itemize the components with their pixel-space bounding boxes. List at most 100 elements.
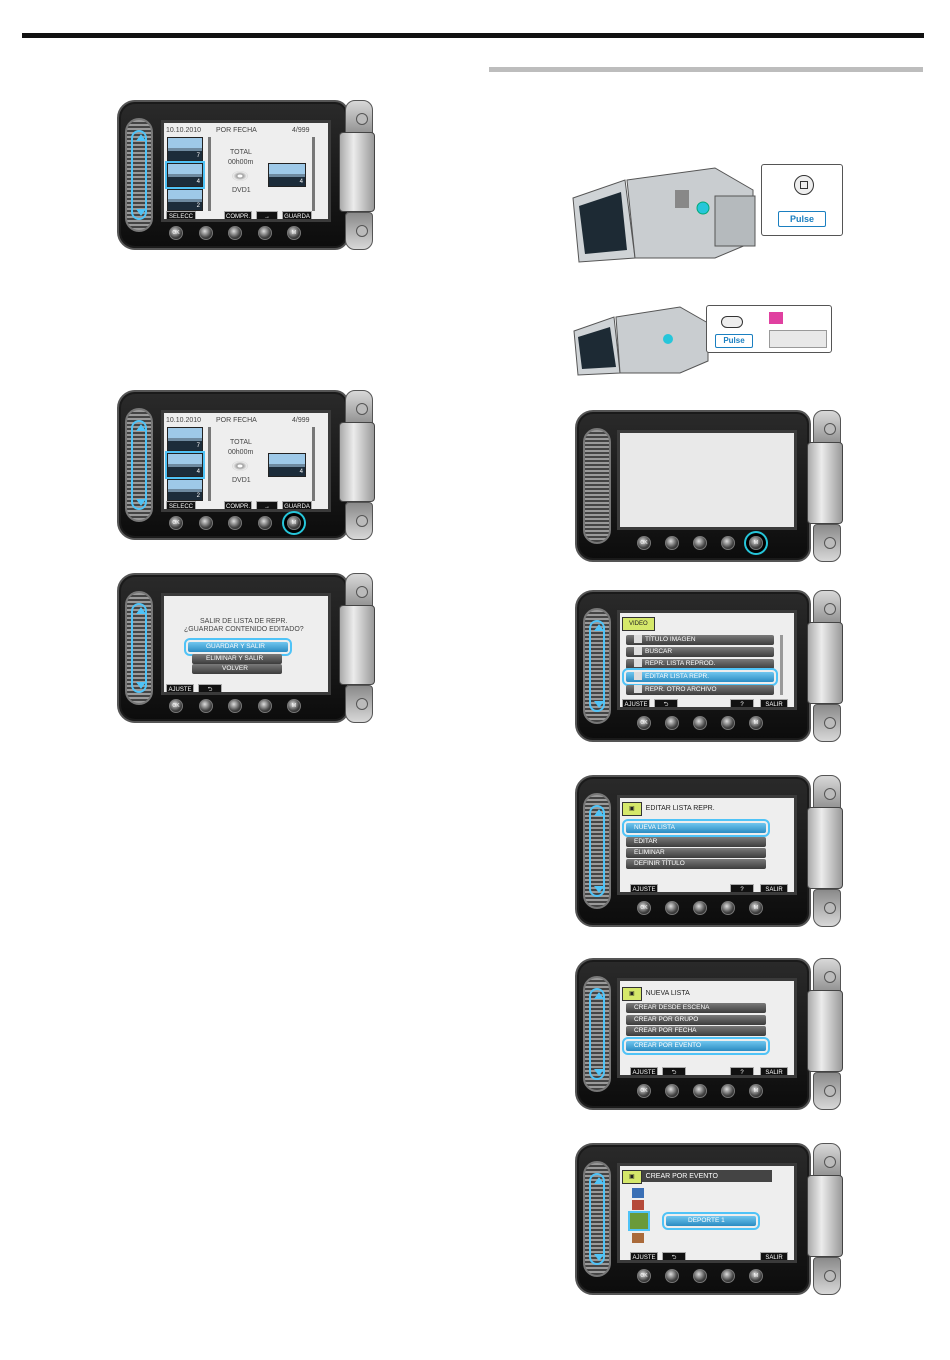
ok-button[interactable]: OK xyxy=(637,716,651,730)
help-button[interactable]: ? xyxy=(730,1067,754,1075)
thumbnail[interactable]: 2 xyxy=(167,189,203,211)
menu-item-edit-list[interactable]: EDITAR LISTA REPR. xyxy=(622,668,778,686)
next-button[interactable]: → xyxy=(256,211,278,219)
exit-button[interactable]: SALIR xyxy=(760,1252,788,1260)
thumbnail[interactable]: 4 xyxy=(165,161,205,189)
hw-button[interactable] xyxy=(665,1269,679,1283)
menu-item-by-date[interactable]: CREAR POR FECHA xyxy=(626,1026,766,1036)
event-icon[interactable] xyxy=(632,1233,644,1243)
menu-item-by-event[interactable]: CREAR POR EVENTO xyxy=(622,1037,770,1055)
settings-button[interactable]: AJUSTE xyxy=(630,1067,658,1075)
settings-button[interactable]: AJUSTE xyxy=(630,1252,658,1260)
back-button[interactable]: ⮌ xyxy=(198,684,222,692)
save-button[interactable]: GUARDA xyxy=(282,211,312,219)
hw-button[interactable] xyxy=(228,226,242,240)
hw-button[interactable] xyxy=(257,699,272,713)
option-delete-exit[interactable]: ELIMINAR Y SALIR xyxy=(192,654,282,664)
back-button[interactable]: ⮌ xyxy=(662,1067,686,1075)
thumbnail[interactable]: 4 xyxy=(268,163,306,187)
menu-item-play-list[interactable]: REPR. LISTA REPROD. xyxy=(626,659,774,669)
exit-button[interactable]: SALIR xyxy=(760,884,788,892)
next-button[interactable]: → xyxy=(256,501,278,509)
menu-button[interactable]: M xyxy=(749,716,763,730)
lcd-screen: ▣NUEVA LISTA CREAR DESDE ESCENA CREAR PO… xyxy=(617,978,797,1078)
event-icon[interactable] xyxy=(632,1188,644,1198)
menu-item-from-scene[interactable]: CREAR DESDE ESCENA xyxy=(626,1003,766,1013)
ok-button[interactable]: OK xyxy=(637,536,651,550)
ok-button[interactable]: OK xyxy=(637,1269,651,1283)
hw-button[interactable] xyxy=(693,536,707,550)
ok-button[interactable]: OK xyxy=(169,516,183,530)
hw-button[interactable] xyxy=(693,1084,707,1098)
hw-button[interactable] xyxy=(721,901,735,915)
option-save-exit[interactable]: GUARDAR Y SALIR xyxy=(184,638,292,656)
back-button[interactable]: ⮌ xyxy=(662,1252,686,1260)
hw-button[interactable] xyxy=(257,516,272,530)
menu-button[interactable]: M xyxy=(287,699,301,713)
menu-item-delete[interactable]: ELIMINAR xyxy=(626,848,766,858)
settings-button[interactable]: AJUSTE xyxy=(622,699,650,707)
save-button[interactable]: GUARDA xyxy=(282,501,312,509)
date-label: 10.10.2010 xyxy=(166,417,202,424)
thumbnail[interactable]: 2 xyxy=(167,479,203,501)
ok-button[interactable]: OK xyxy=(169,699,183,713)
hw-button[interactable] xyxy=(198,516,213,530)
check-button[interactable]: COMPR. xyxy=(224,501,252,509)
menu-item-title[interactable]: TÍTULO IMAGEN xyxy=(626,635,774,645)
back-button[interactable]: ⮌ xyxy=(654,699,678,707)
hw-button[interactable] xyxy=(721,1269,735,1283)
thumbnail[interactable]: 7 xyxy=(167,427,203,451)
thumbnail[interactable]: 4 xyxy=(268,453,306,477)
menu-header: ▣NUEVA LISTA xyxy=(622,987,690,1001)
menu-item-define-title[interactable]: DEFINIR TÍTULO xyxy=(626,859,766,869)
hw-button[interactable] xyxy=(665,716,679,730)
hw-button[interactable] xyxy=(257,226,272,240)
count-label: 4/999 xyxy=(292,127,310,134)
hw-button[interactable] xyxy=(693,716,707,730)
event-value[interactable]: DEPORTE 1 xyxy=(662,1212,760,1230)
menu-item-other-file[interactable]: REPR. OTRO ARCHIVO xyxy=(626,685,774,695)
hw-button[interactable] xyxy=(721,1084,735,1098)
menu-button[interactable]: M xyxy=(749,536,763,550)
hw-button[interactable] xyxy=(228,699,242,713)
hw-button[interactable] xyxy=(721,536,735,550)
camcorder-lcd-1: 10.10.2010 POR FECHA 4/999 7 4 2 TOTAL 0… xyxy=(117,100,375,250)
event-icon[interactable] xyxy=(632,1200,644,1210)
sports-event-icon[interactable] xyxy=(628,1211,650,1231)
settings-button[interactable]: AJUSTE xyxy=(166,684,194,692)
hw-button[interactable] xyxy=(198,699,213,713)
help-button[interactable]: ? xyxy=(730,699,754,707)
hw-button[interactable] xyxy=(665,1084,679,1098)
menu-item-by-group[interactable]: CREAR POR GRUPO xyxy=(626,1015,766,1025)
menu-item-edit[interactable]: EDITAR xyxy=(626,837,766,847)
hw-button[interactable] xyxy=(228,516,242,530)
help-button[interactable]: ? xyxy=(730,884,754,892)
hw-button[interactable] xyxy=(693,1269,707,1283)
menu-item-search[interactable]: BUSCAR xyxy=(626,647,774,657)
thumbnail[interactable]: 7 xyxy=(167,137,203,161)
menu-button[interactable]: M xyxy=(749,901,763,915)
settings-button[interactable]: AJUSTE xyxy=(630,884,658,892)
exit-button[interactable]: SALIR xyxy=(760,1067,788,1075)
ok-button[interactable]: OK xyxy=(637,1084,651,1098)
hw-button[interactable] xyxy=(693,901,707,915)
menu-button[interactable]: M xyxy=(287,516,301,530)
exit-button[interactable]: SALIR xyxy=(760,699,788,707)
hw-button[interactable] xyxy=(665,536,679,550)
option-back[interactable]: VOLVER xyxy=(192,664,282,674)
menu-button[interactable]: M xyxy=(749,1084,763,1098)
menu-button[interactable]: M xyxy=(287,226,301,240)
hw-button[interactable] xyxy=(198,226,213,240)
camcorder-lcd-2: 10.10.2010 POR FECHA 4/999 7 4 2 TOTAL 0… xyxy=(117,390,375,540)
hw-button[interactable] xyxy=(721,716,735,730)
thumbnail[interactable]: 4 xyxy=(165,451,205,479)
menu-item-new-list[interactable]: NUEVA LISTA xyxy=(622,819,770,837)
ok-button[interactable]: OK xyxy=(169,226,183,240)
top-rule xyxy=(22,33,924,38)
check-button[interactable]: COMPR. xyxy=(224,211,252,219)
select-button[interactable]: SELECC xyxy=(166,211,196,219)
hw-button[interactable] xyxy=(665,901,679,915)
menu-button[interactable]: M xyxy=(749,1269,763,1283)
ok-button[interactable]: OK xyxy=(637,901,651,915)
select-button[interactable]: SELECC xyxy=(166,501,196,509)
